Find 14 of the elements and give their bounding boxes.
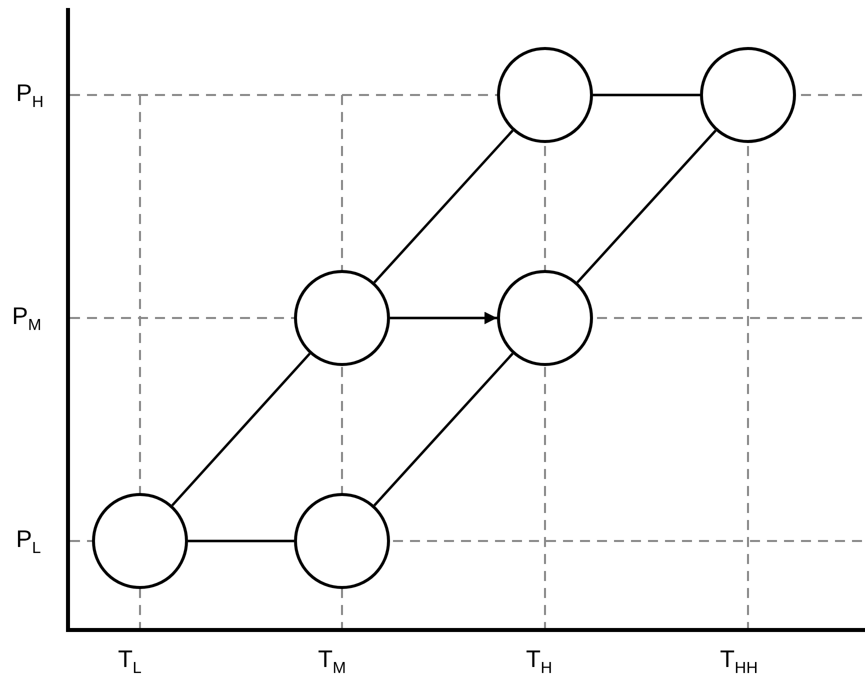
axis-label: P$_{L}$ xyxy=(16,526,41,559)
axis-label: T$_{L}$ xyxy=(118,646,142,676)
axis-label: P$_{H}$ xyxy=(16,80,44,113)
connector-line xyxy=(373,352,514,506)
axis-label: T$_{HH}$ xyxy=(720,646,758,676)
connector-line xyxy=(373,130,514,284)
connector-line xyxy=(576,130,717,284)
axis-label: P$_{M}$ xyxy=(12,303,42,336)
connector-line xyxy=(188,540,294,542)
arrow xyxy=(390,312,497,324)
connector-line xyxy=(171,352,311,506)
axis-label: T$_{M}$ xyxy=(318,646,346,676)
axis-label: T$_{H}$ xyxy=(526,646,552,676)
connector-line xyxy=(593,94,700,96)
